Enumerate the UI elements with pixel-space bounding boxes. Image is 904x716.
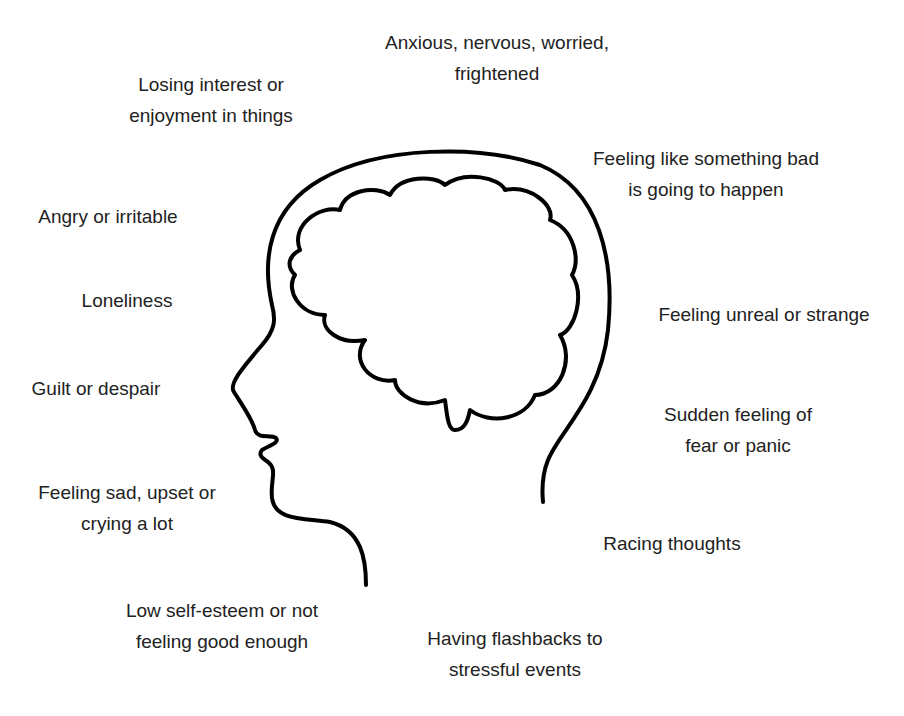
symptom-label: Loneliness xyxy=(82,285,173,316)
symptom-label: Low self-esteem or not feeling good enou… xyxy=(105,595,340,657)
symptom-label: Racing thoughts xyxy=(603,528,740,559)
symptom-label: Anxious, nervous, worried, frightened xyxy=(357,27,637,89)
brain-outline xyxy=(290,177,578,430)
symptom-label: Losing interest or enjoyment in things xyxy=(111,69,311,131)
symptom-label: Sudden feeling of fear or panic xyxy=(646,399,831,461)
head-outline xyxy=(233,151,610,585)
symptom-label: Guilt or despair xyxy=(32,373,161,404)
symptom-label: Feeling like something bad is going to h… xyxy=(589,143,824,205)
symptom-label: Feeling sad, upset or crying a lot xyxy=(20,477,235,539)
symptom-label: Angry or irritable xyxy=(38,201,177,232)
symptom-label: Feeling unreal or strange xyxy=(658,299,869,330)
symptom-label: Having flashbacks to stressful events xyxy=(408,623,623,685)
